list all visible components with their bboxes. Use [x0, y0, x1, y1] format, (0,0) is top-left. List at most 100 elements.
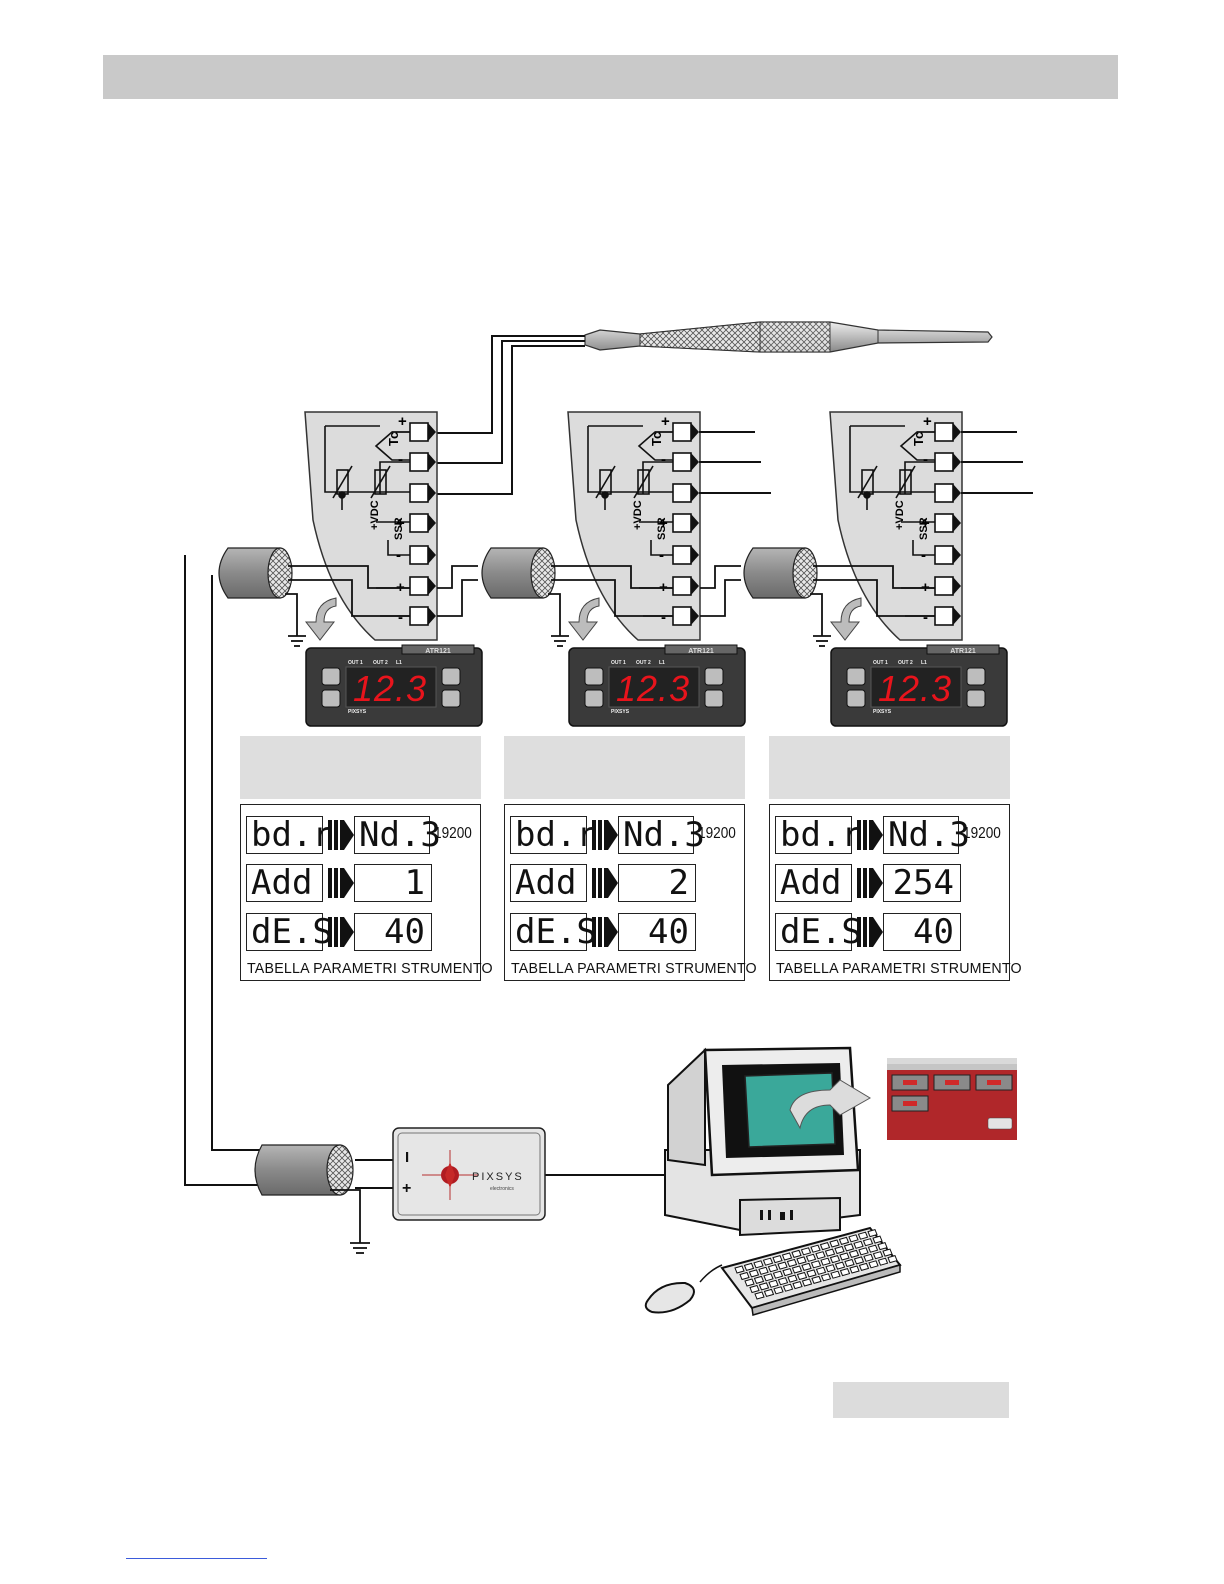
probe-wires [427, 335, 585, 495]
address-value-display: 254 [883, 864, 961, 902]
display-value: 12.3 [616, 668, 690, 709]
instrument-1-header-box [240, 736, 481, 799]
led-label: OUT 1 [348, 660, 363, 666]
terminal-4 [934, 513, 954, 533]
baud-rate-note: 19200 [698, 825, 736, 842]
controller-brand: PIXSYS [873, 709, 892, 715]
baud-rate-value-display: Nd.3 [883, 816, 970, 854]
display-value: 12.3 [353, 668, 427, 709]
shielded-cable [743, 547, 818, 599]
delay-param-display: dE.S [246, 913, 333, 951]
bus-wires [810, 565, 935, 647]
rs485-converter: PIXSYS electronics I + [392, 1127, 546, 1221]
controller-brand: PIXSYS [611, 709, 630, 715]
vdc-label: +VDC [894, 500, 906, 530]
terminal-2 [672, 452, 692, 472]
terminal-6 [672, 576, 692, 596]
arrow-icon [592, 917, 618, 947]
ssr-plus-label: + [396, 515, 405, 532]
ssr-minus-label: - [659, 547, 664, 564]
personal-computer [644, 1046, 902, 1316]
controller-model: ATR121 [688, 648, 714, 655]
delay-value-display: 40 [618, 913, 696, 951]
terminal-7 [672, 606, 692, 626]
led-label: L1 [921, 660, 927, 666]
thermocouple-probe [584, 321, 993, 353]
terminal-5 [409, 545, 429, 565]
terminal-panel [567, 411, 701, 641]
tc-label: Tc [649, 432, 664, 446]
terminal-5 [672, 545, 692, 565]
led-label: L1 [659, 660, 665, 666]
mount-arrow [567, 597, 600, 641]
rs485-minus-label: - [661, 609, 666, 626]
ssr-label: SSR [918, 517, 930, 540]
terminal-4 [672, 513, 692, 533]
baud-rate-param-display: bd.r [510, 816, 597, 854]
parameter-table-caption: TABELLA PARAMETRI STRUMENTO [246, 960, 493, 977]
set-button [966, 689, 986, 708]
baud-rate-param-display: bd.r [246, 816, 333, 854]
terminal-1 [934, 422, 954, 442]
delay-value-display: 40 [354, 913, 432, 951]
arrow-icon [328, 917, 354, 947]
bus-wires [548, 565, 741, 647]
arrow-icon [328, 868, 354, 898]
parameter-table-caption: TABELLA PARAMETRI STRUMENTO [510, 960, 757, 977]
terminal-2 [934, 452, 954, 472]
rs485-minus-label: - [398, 609, 403, 626]
led-label: OUT 1 [873, 660, 888, 666]
arrow-icon [857, 917, 883, 947]
terminal-7 [934, 606, 954, 626]
address-value-display: 2 [618, 864, 696, 902]
down-button [321, 689, 341, 708]
set-button [704, 689, 724, 708]
tc-minus-label: - [398, 451, 403, 468]
input-circuit [324, 425, 410, 617]
sensor-wires [961, 431, 1033, 494]
address-value-display: 1 [354, 864, 432, 902]
vdc-label: +VDC [632, 500, 644, 530]
arrow-icon [857, 868, 883, 898]
down-button [584, 689, 604, 708]
led-label: OUT 2 [636, 660, 651, 666]
arrow-icon [592, 868, 618, 898]
delay-value-display: 40 [883, 913, 961, 951]
converter-sub: electronics [490, 1186, 514, 1192]
terminal-1 [672, 422, 692, 442]
terminal-7 [409, 606, 429, 626]
set-button [441, 689, 461, 708]
software-screenshot [887, 1058, 1017, 1140]
bottom-shielded-cable [254, 1144, 370, 1254]
led-label: OUT 2 [898, 660, 913, 666]
baud-rate-value-display: Nd.3 [618, 816, 705, 854]
converter-plus-label: + [402, 1180, 411, 1197]
tc-minus-label: - [923, 451, 928, 468]
arrow-icon [328, 820, 354, 850]
fnc-button [704, 667, 724, 686]
up-button [584, 667, 604, 686]
bus-wires [285, 565, 478, 647]
input-circuit [849, 425, 935, 617]
ssr-label: SSR [656, 517, 668, 540]
arrow-icon [857, 820, 883, 850]
terminal-6 [409, 576, 429, 596]
tc-plus-label: + [923, 413, 932, 430]
header-bar [103, 55, 1118, 99]
terminal-panel [829, 411, 963, 641]
ssr-plus-label: + [921, 515, 930, 532]
rs485-minus-label: - [923, 609, 928, 626]
ssr-minus-label: - [921, 547, 926, 564]
instrument-3-header-box [769, 736, 1010, 799]
vdc-label: +VDC [369, 500, 381, 530]
mount-arrow [304, 597, 337, 641]
terminal-3 [409, 483, 429, 503]
up-button [846, 667, 866, 686]
ssr-label: SSR [393, 517, 405, 540]
fnc-button [441, 667, 461, 686]
terminal-2 [409, 452, 429, 472]
